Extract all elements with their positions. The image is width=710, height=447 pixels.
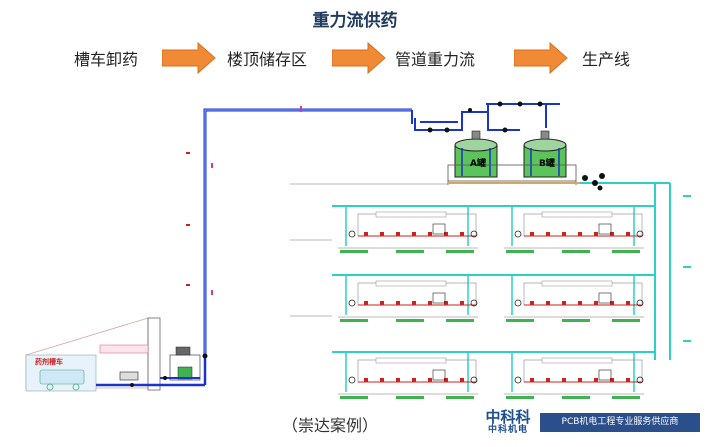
production-area-block bbox=[338, 206, 478, 253]
truck-label: 药剂槽车 bbox=[35, 358, 63, 366]
logo-sub-text: 中科机电 bbox=[487, 425, 528, 435]
page-title: 重力流供药 bbox=[312, 11, 398, 31]
rooftop-piping bbox=[414, 103, 560, 131]
production-area-block bbox=[504, 275, 644, 322]
production-area-block bbox=[504, 206, 644, 253]
truck-station bbox=[25, 317, 208, 392]
riser-pipe bbox=[203, 108, 413, 356]
company-logo: 中科科 中科机电 bbox=[478, 409, 538, 436]
distribution-line bbox=[654, 183, 671, 360]
rooftop-valves bbox=[427, 101, 543, 133]
riser-markers bbox=[186, 106, 302, 295]
flow-arrow-1 bbox=[162, 42, 216, 74]
flow-step-unload: 槽车卸药 bbox=[74, 50, 139, 69]
flow-step-rooftop-storage: 楼顶储存区 bbox=[227, 50, 308, 69]
tank-b-label: B罐 bbox=[539, 159, 555, 169]
tank-b bbox=[523, 130, 567, 178]
tank-a-label: A罐 bbox=[470, 159, 486, 169]
flow-step-gravity-pipe: 管道重力流 bbox=[395, 50, 476, 69]
flow-arrow-2 bbox=[332, 42, 386, 74]
logo-main-text: 中科科 bbox=[485, 408, 531, 426]
production-floors bbox=[290, 205, 655, 353]
production-areas bbox=[338, 206, 644, 399]
company-banner: PCB机电工程专业服务供应商 bbox=[540, 413, 700, 432]
production-area-block bbox=[338, 275, 478, 322]
flow-step-production-line: 生产线 bbox=[582, 50, 631, 69]
flow-arrow-3 bbox=[514, 42, 568, 74]
distribution-markers bbox=[683, 195, 691, 342]
production-area-block bbox=[504, 352, 644, 399]
figure-caption: （崇达案例） bbox=[282, 416, 379, 435]
production-area-block bbox=[338, 352, 478, 399]
tank-a bbox=[454, 130, 498, 178]
